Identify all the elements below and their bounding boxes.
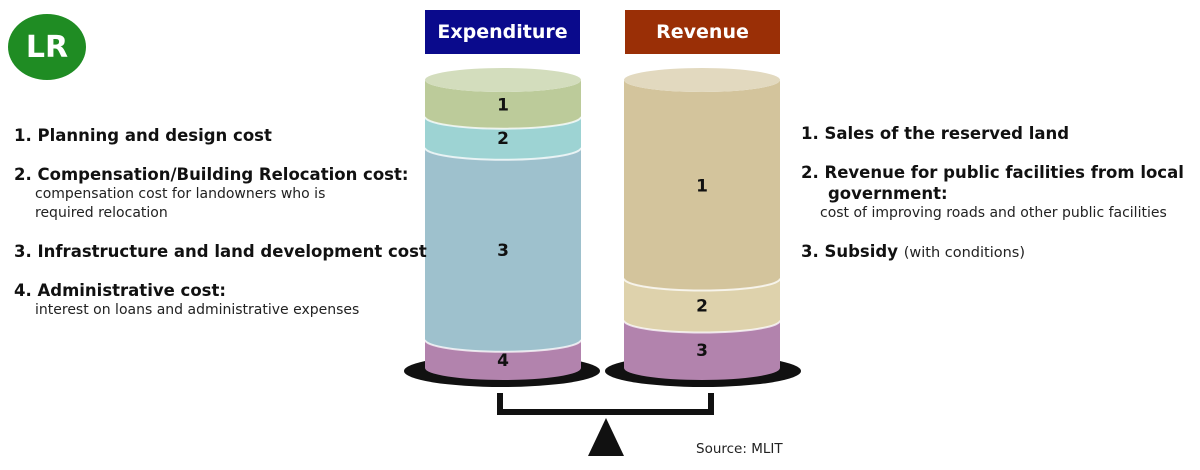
revenue-item-title-text: 3. Subsidy [801,242,898,261]
revenue-segment-1 [624,80,780,291]
revenue-segment-label: 1 [696,176,708,196]
revenue-item-title: 2. Revenue for public facilities from lo… [801,163,1184,182]
expenditure-segment-label: 3 [497,241,509,261]
lr-logo: LR [8,14,86,80]
expenditure-item: 4. Administrative cost: interest on loan… [14,280,424,320]
expenditure-legend: 1. Planning and design cost 2. Compensat… [14,125,427,338]
expenditure-cylinder: 1 2 3 4 [424,68,582,380]
expenditure-segment-divider [424,116,582,130]
revenue-segment-divider [623,278,781,292]
expenditure-item-title: 2. Compensation/Building Relocation cost… [14,165,409,184]
revenue-item-title: 3. Subsidy (with conditions) [801,241,1196,264]
expenditure-cylinder-top [425,68,581,92]
expenditure-item: 1. Planning and design cost [14,125,424,146]
expenditure-segment-3 [425,147,581,352]
revenue-item-note: (with conditions) [903,245,1026,261]
revenue-segment-3 [624,320,780,380]
expenditure-header: Expenditure [425,10,580,54]
revenue-item: 2. Revenue for public facilities from lo… [801,162,1196,223]
expenditure-segment-label: 1 [497,95,509,115]
balance-beam [497,393,714,415]
expenditure-item-desc: interest on loans and administrative exp… [35,302,360,318]
revenue-segment-label: 3 [696,341,708,361]
revenue-legend: 1. Sales of the reserved land 2. Revenue… [801,123,1196,282]
expenditure-item-title: 4. Administrative cost: [14,281,226,300]
revenue-segment-2 [624,278,780,333]
revenue-item: 1. Sales of the reserved land [801,123,1196,144]
revenue-item-title: 1. Sales of the reserved land [801,124,1070,143]
expenditure-item: 2. Compensation/Building Relocation cost… [14,164,424,223]
expenditure-segment-label: 2 [497,129,509,149]
revenue-cylinder: 1 2 3 [623,68,781,380]
expenditure-segment-divider [424,147,582,161]
expenditure-segment-4 [425,339,581,380]
expenditure-item-title: 3. Infrastructure and land development c… [14,242,427,261]
revenue-item-title-cont: government: [828,184,948,203]
revenue-segment-label: 2 [696,296,708,316]
revenue-item: 3. Subsidy (with conditions) [801,241,1196,264]
revenue-cylinder-top [624,68,780,92]
expenditure-item-desc: compensation cost for landowners who is … [35,186,326,221]
expenditure-segment-label: 4 [497,351,509,371]
revenue-item-desc: cost of improving roads and other public… [820,205,1167,221]
expenditure-item-title: 1. Planning and design cost [14,126,272,145]
expenditure-segment-divider [424,339,582,353]
revenue-header: Revenue [625,10,780,54]
revenue-segment-divider [623,320,781,334]
source-note: Source: MLIT [696,441,783,457]
expenditure-item: 3. Infrastructure and land development c… [14,241,427,262]
fulcrum [588,418,624,456]
expenditure-segment-1 [425,80,581,129]
